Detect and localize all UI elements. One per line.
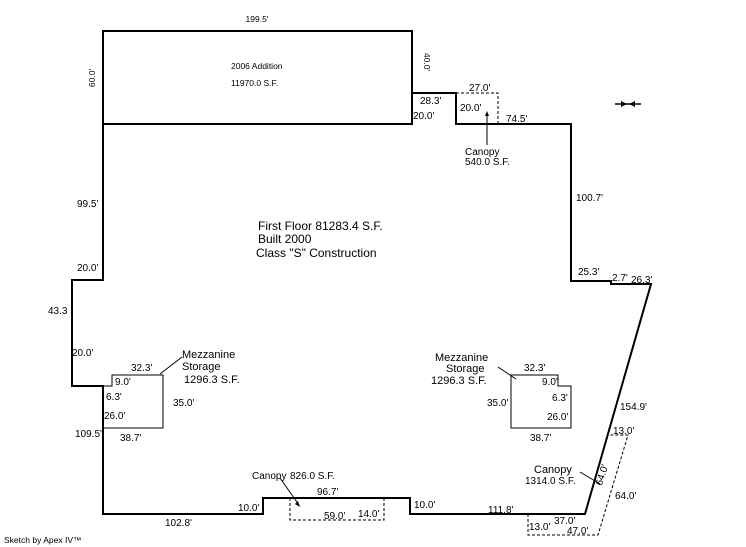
wall-dim-154-9: 154.9' <box>620 402 647 413</box>
canopy-right-dim-e: 37.0' <box>554 516 575 527</box>
canopy-bottom-label: Canopy <box>252 471 286 482</box>
wall-dim-99-5: 99.5' <box>77 199 98 210</box>
wall-dim-43-3: 43.3 <box>48 306 68 317</box>
addition-area: 11970.0 S.F. <box>231 78 278 88</box>
wall-dim-26-3: 26.3' <box>631 275 652 286</box>
canopy-right-dim-f: 47.0' <box>567 526 588 537</box>
wall-dim-109-5: 109.5' <box>75 429 102 440</box>
mezz-right-dim-small2: 6.3' <box>552 393 568 404</box>
canopy-bottom-leader <box>279 477 300 506</box>
addition-title: 2006 Addition <box>231 61 283 71</box>
wall-dim-2-7: 2.7' <box>612 273 628 284</box>
wall-dim-74-5: 74.5' <box>506 114 527 125</box>
mezz-right-dim-small1: 9.0' <box>542 377 558 388</box>
canopy-top-width-dim: 27.0' <box>469 83 490 94</box>
wall-dim-111-8: 111.8' <box>488 505 514 516</box>
wall-dim-10-0-left: 10.0' <box>238 503 259 514</box>
wall-dim-10-0-right: 10.0' <box>414 500 435 511</box>
canopy-bottom-area: 826.0 S.F. <box>290 471 335 482</box>
wall-dim-28-3: 28.3' <box>420 96 441 107</box>
wall-dim-25-3: 25.3' <box>578 267 599 278</box>
canopy-bottom-width-dim: 59.0' <box>324 511 345 522</box>
canopy-right-dim-b: 64.0' <box>594 463 611 487</box>
mezz-right-dim-top: 32.3' <box>524 363 545 374</box>
canopy-top-area: 540.0 S.F. <box>465 157 510 168</box>
mezz-right-dim-left: 35.0' <box>487 398 508 409</box>
addition-right-dim: 40.0' <box>422 53 432 72</box>
canopy-right-outline <box>527 434 629 536</box>
mezz-left-leader <box>159 356 183 375</box>
canopy-bottom-depth-dim: 14.0' <box>358 509 379 520</box>
mezz-left-title: Mezzanine <box>182 349 235 361</box>
canopy-top-arrow <box>485 111 489 116</box>
canopy-right-leader <box>579 471 601 485</box>
canopy-right-dim-d: 13.0' <box>529 522 550 533</box>
canopy-right-dim-a: 13.0' <box>613 426 634 437</box>
canopy-right-dim-c: 64.0' <box>615 491 636 502</box>
north-arrow-icon <box>615 101 641 107</box>
canopy-bottom-arrow <box>295 501 300 507</box>
wall-dim-96-7: 96.7' <box>317 487 338 498</box>
sketch-credit: Sketch by Apex IV™ <box>4 535 81 545</box>
mezz-right-outline <box>510 374 572 429</box>
main-building-outline <box>71 92 653 515</box>
mezz-right-subtitle: Storage <box>446 363 485 375</box>
mezz-left-dim-right: 35.0' <box>173 398 194 409</box>
wall-dim-20-0-left-lower: 20.0' <box>72 348 93 359</box>
mezz-left-outline <box>103 374 164 429</box>
mezz-right-title: Mezzanine <box>435 352 488 364</box>
wall-dim-20-0-left-upper: 20.0' <box>77 263 98 274</box>
wall-dim-100-7: 100.7' <box>576 193 603 204</box>
main-floor-label: First Floor 81283.4 S.F. <box>258 219 383 233</box>
addition-top-dim: 199.5' <box>246 14 269 24</box>
mezz-left-subtitle: Storage <box>182 361 221 373</box>
mezz-left-dim-top: 32.3' <box>131 363 152 374</box>
addition-left-dim: 60.0' <box>87 69 97 88</box>
mezz-left-dim-inner: 26.0' <box>104 411 125 422</box>
mezz-left-area: 1296.3 S.F. <box>184 374 240 386</box>
canopy-top-outline <box>456 92 499 124</box>
mezz-left-dim-small1: 9.0' <box>115 377 131 388</box>
canopy-right-label: Canopy <box>534 464 572 476</box>
mezz-left-dim-bottom: 38.7' <box>120 433 141 444</box>
main-class-label: Class "S" Construction <box>256 246 377 260</box>
canopy-top-label: Canopy <box>465 147 499 158</box>
canopy-bottom-outline <box>289 498 385 521</box>
canopy-right-area: 1314.0 S.F. <box>525 476 576 487</box>
wall-dim-102-8: 102.8' <box>165 518 192 529</box>
main-built-label: Built 2000 <box>258 232 312 246</box>
addition-outline <box>102 30 413 124</box>
mezz-right-area: 1296.3 S.F. <box>431 375 487 387</box>
mezz-right-dim-inner: 26.0' <box>547 412 568 423</box>
mezz-left-dim-small2: 6.3' <box>106 392 122 403</box>
mezz-right-leader <box>497 366 517 380</box>
mezz-right-dim-bottom: 38.7' <box>530 433 551 444</box>
canopy-top-depth-dim: 20.0' <box>460 103 481 114</box>
wall-dim-20-0-top: 20.0' <box>413 111 434 122</box>
